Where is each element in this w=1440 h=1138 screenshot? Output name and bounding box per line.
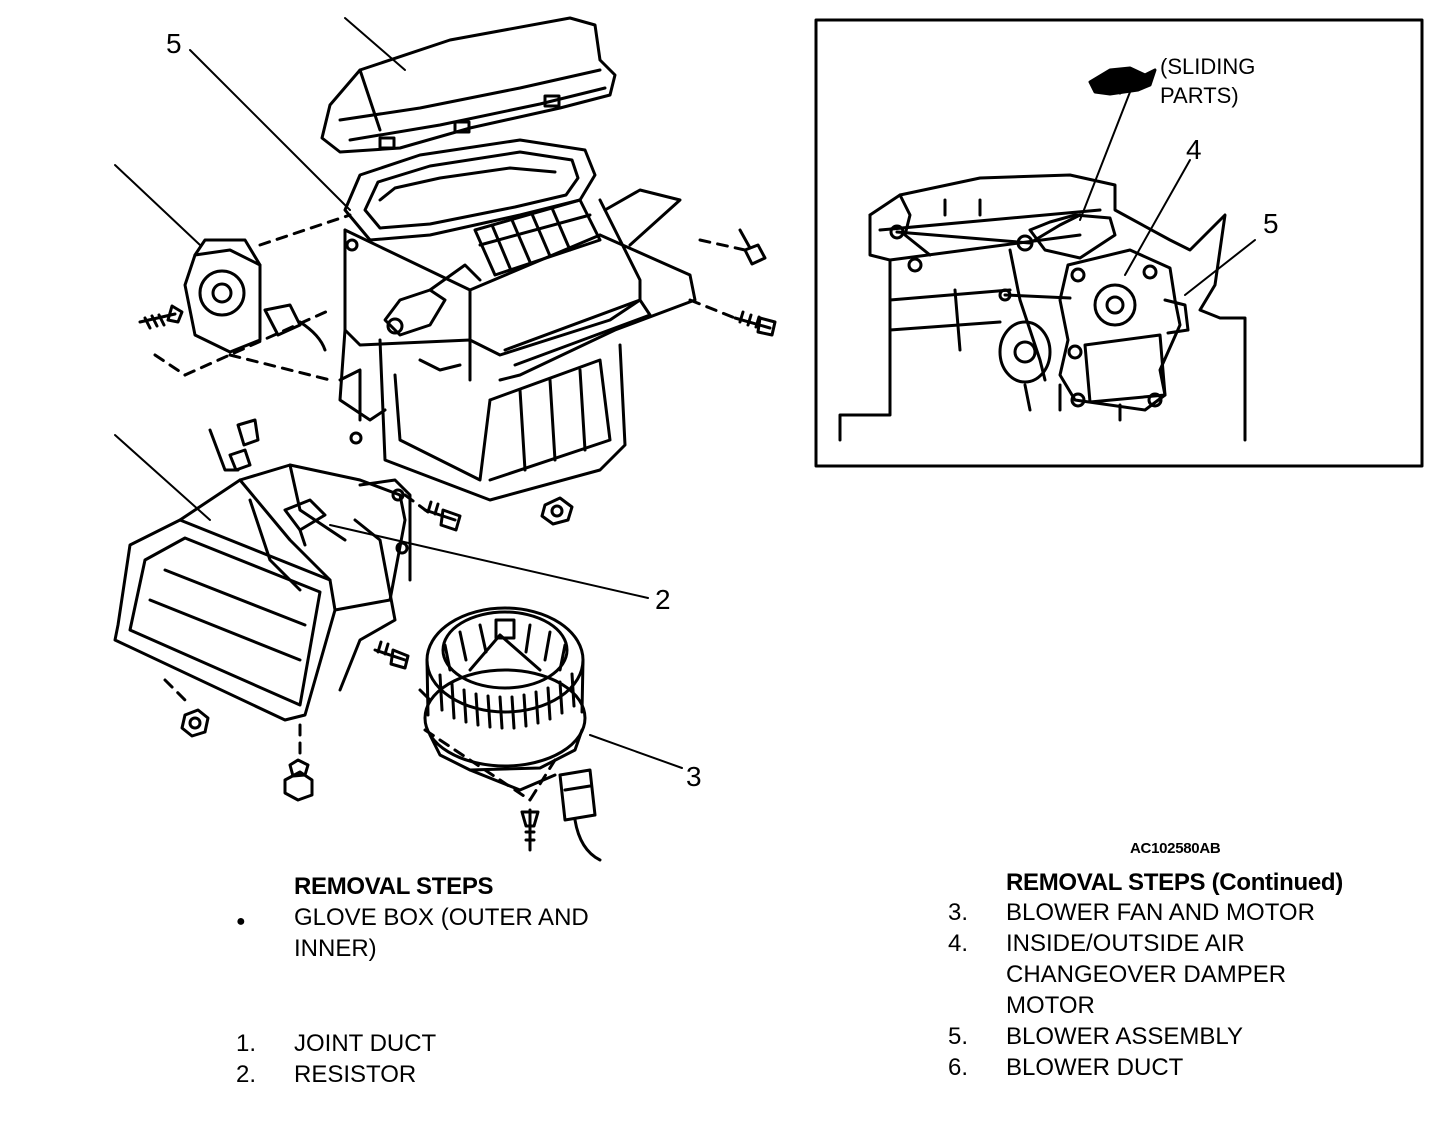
step-2-text: RESISTOR: [294, 1061, 417, 1088]
removal-steps-continued-heading: REMOVAL STEPS (Continued): [1006, 869, 1343, 896]
blower-duct-part: [320, 16, 617, 154]
step-4-number: 4.: [948, 930, 969, 957]
blower-assembly-part: [338, 138, 697, 502]
glove-box-line2: INNER): [294, 935, 377, 962]
step-6-number: 6.: [948, 1054, 969, 1081]
callout-4: 4: [1186, 134, 1202, 165]
step-3-number: 3.: [948, 899, 969, 926]
step-1-text: JOINT DUCT: [294, 1030, 437, 1057]
glove-box-bullet: ●: [236, 913, 246, 930]
figure-code: AC102580AB: [1130, 840, 1221, 857]
step-5-text: BLOWER ASSEMBLY: [1006, 1023, 1243, 1050]
step-4-text-line1: INSIDE/OUTSIDE AIR: [1006, 930, 1245, 957]
step-6-text: BLOWER DUCT: [1006, 1054, 1184, 1081]
step-4-text-line3: MOTOR: [1006, 992, 1095, 1019]
step-2-number: 2.: [236, 1061, 257, 1088]
sliding-parts-note-line2: PARTS): [1160, 83, 1239, 108]
sliding-parts-note: (SLIDING PARTS): [1160, 52, 1255, 110]
resistor-part: [208, 418, 327, 547]
leader-lines: [114, 17, 683, 769]
callout-5-inset: 5: [1263, 208, 1279, 239]
blower-fan-motor-part: [418, 606, 602, 862]
glove-box-line1: GLOVE BOX (OUTER AND: [294, 904, 589, 931]
step-5-number: 5.: [948, 1023, 969, 1050]
removal-steps-heading: REMOVAL STEPS: [294, 873, 494, 900]
sliding-parts-note-line1: (SLIDING: [1160, 54, 1256, 79]
step-3-text: BLOWER FAN AND MOTOR: [1006, 899, 1315, 926]
step-4-text-line2: CHANGEOVER DAMPER: [1006, 961, 1287, 988]
removal-steps-left: REMOVAL STEPS ● GLOVE BOX (OUTER AND INN…: [236, 873, 589, 1088]
callout-5-main: 5: [166, 28, 182, 59]
callout-2: 2: [655, 584, 671, 615]
inset-detail: [814, 18, 1424, 468]
joint-duct-part: [113, 463, 574, 802]
mounting-hardware-right: [688, 228, 777, 337]
callout-3: 3: [686, 761, 702, 792]
damper-motor-part: [138, 213, 352, 382]
step-1-number: 1.: [236, 1030, 257, 1057]
